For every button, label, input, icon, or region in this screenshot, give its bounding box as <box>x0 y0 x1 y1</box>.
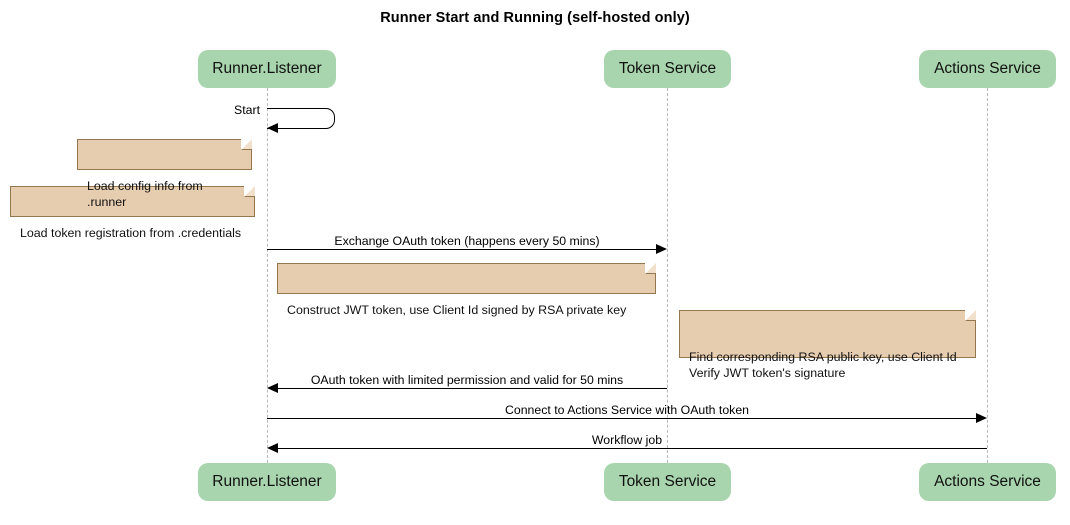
message-label-oauth-token-returned: OAuth token with limited permission and … <box>310 373 624 387</box>
diagram-title: Runner Start and Running (self-hosted on… <box>380 10 690 26</box>
participant-label: Token Service <box>618 60 717 77</box>
participant-label: Token Service <box>618 473 717 490</box>
note-text: Load token registration from .credential… <box>20 226 242 240</box>
lifeline-token <box>667 88 668 463</box>
participant-label: Actions Service <box>934 473 1041 490</box>
message-line-exchange-oauth-token[interactable] <box>267 249 656 250</box>
note-load-config-info: Load config info from .runner <box>77 138 253 209</box>
note-load-token-registration: Load token registration from .credential… <box>10 185 256 240</box>
note-verify-jwt-signature: Find corresponding RSA public key, use C… <box>679 309 977 380</box>
message-label-connect-actions-service: Connect to Actions Service with OAuth to… <box>504 403 750 417</box>
participant-label: Runner.Listener <box>212 473 322 490</box>
note-text: Find corresponding RSA public key, use C… <box>689 350 957 380</box>
participant-actions-service-top[interactable]: Actions Service <box>919 50 1056 88</box>
selfloop-top-segment <box>267 108 325 109</box>
message-line-oauth-token-returned[interactable] <box>278 388 667 389</box>
message-arrowhead-workflow-job <box>267 442 278 453</box>
message-label-start: Start <box>234 103 260 117</box>
note-fold-corner-icon <box>645 262 657 274</box>
note-text: Load config info from .runner <box>87 179 203 209</box>
message-arrowhead-exchange-oauth-token <box>656 243 667 254</box>
participant-label: Actions Service <box>934 60 1041 77</box>
note-fold-corner-icon <box>241 138 253 150</box>
participant-runner-listener-bottom[interactable]: Runner.Listener <box>198 463 336 501</box>
message-label-workflow-job: Workflow job <box>591 433 663 447</box>
lifeline-runner <box>267 88 268 463</box>
message-arrowhead-oauth-token-returned <box>267 382 278 393</box>
message-arrowhead-connect-actions-service <box>976 412 987 423</box>
message-label-exchange-oauth-token: Exchange OAuth token (happens every 50 m… <box>334 234 600 248</box>
lifeline-actions <box>987 88 988 463</box>
selfloop-curve <box>317 108 335 129</box>
selfloop-arrowhead <box>267 122 278 133</box>
participant-token-service-bottom[interactable]: Token Service <box>604 463 731 501</box>
note-fold-corner-icon <box>244 185 256 197</box>
selfloop-bottom-segment <box>267 128 325 129</box>
message-start-selfloop[interactable] <box>267 108 335 133</box>
message-line-connect-actions-service[interactable] <box>267 418 976 419</box>
participant-token-service-top[interactable]: Token Service <box>604 50 731 88</box>
participant-runner-listener-top[interactable]: Runner.Listener <box>198 50 336 88</box>
note-fold-corner-icon <box>965 309 977 321</box>
participant-label: Runner.Listener <box>212 60 322 77</box>
note-construct-jwt-token: Construct JWT token, use Client Id signe… <box>277 262 657 317</box>
message-line-workflow-job[interactable] <box>278 448 987 449</box>
note-text: Construct JWT token, use Client Id signe… <box>287 303 627 317</box>
participant-actions-service-bottom[interactable]: Actions Service <box>919 463 1056 501</box>
